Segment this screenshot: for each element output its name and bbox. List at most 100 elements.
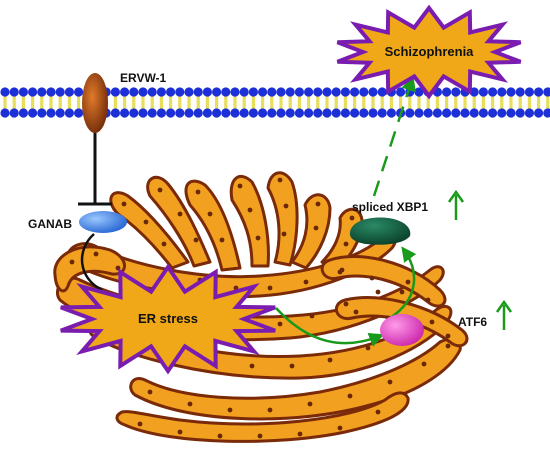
lipid-head <box>202 87 212 97</box>
lipid-tail <box>279 95 283 110</box>
er-stress-to-atf6-arrow <box>275 307 385 347</box>
lipid-head <box>193 87 203 97</box>
lipid-head <box>488 87 498 97</box>
ervw1-protein <box>82 73 108 133</box>
lipid-tail <box>31 95 35 110</box>
lipid-tail <box>408 95 412 110</box>
er-cisterna <box>334 296 469 348</box>
lipid-tail <box>509 95 513 110</box>
ribosome-dot <box>217 433 223 439</box>
lipid-head <box>534 108 544 118</box>
ribosome-dot <box>405 279 411 285</box>
er-tubule <box>266 171 299 267</box>
lipid-tail <box>77 95 81 110</box>
ribosome-dot <box>147 389 153 395</box>
lipid-tail <box>233 95 237 110</box>
lipid-head <box>313 108 323 118</box>
lipid-head <box>258 108 268 118</box>
lipid-head <box>524 108 535 118</box>
ribosome-dot <box>313 225 319 231</box>
ribosome-dot <box>195 189 201 195</box>
lipid-head <box>156 108 166 118</box>
xbp1-protein <box>349 217 411 245</box>
ribosome-dot <box>309 313 315 319</box>
lipid-head <box>248 108 258 118</box>
lipid-head <box>405 108 415 118</box>
lipid-head <box>478 108 488 118</box>
ribosome-dot <box>237 183 243 189</box>
up-arrow-icon <box>447 189 465 220</box>
lipid-head <box>138 87 148 97</box>
lipid-head <box>230 87 240 97</box>
lipid-tail <box>463 95 467 110</box>
lipid-tail <box>527 95 531 110</box>
lipid-head <box>221 87 231 97</box>
lipid-head <box>377 108 387 118</box>
er-tubule <box>229 175 270 268</box>
ribosome-dot <box>143 219 149 225</box>
lipid-head <box>350 108 360 118</box>
lipid-tail <box>537 95 541 110</box>
lipid-head <box>27 108 38 118</box>
ribosome-dot <box>421 361 427 367</box>
lipid-tail <box>399 95 403 110</box>
lipid-head <box>221 108 231 118</box>
lipid-tail <box>251 95 255 110</box>
ribosome-dot <box>375 289 381 295</box>
lipid-tail <box>417 95 421 110</box>
lipid-head <box>322 108 332 118</box>
ribosome-dot <box>193 237 199 243</box>
lipid-head <box>184 87 194 97</box>
lipid-head <box>488 108 498 118</box>
lipid-head <box>543 87 550 97</box>
lipid-head <box>506 87 516 97</box>
er-tubule <box>290 193 332 270</box>
lipid-tail <box>58 95 62 110</box>
ribosome-dot <box>227 407 233 413</box>
lipid-tail <box>454 95 458 110</box>
lipid-tail <box>445 95 449 110</box>
ribosome-dot <box>267 285 273 291</box>
ribosome-dot <box>343 301 349 307</box>
lipid-head <box>497 108 507 118</box>
lipid-head <box>9 87 19 97</box>
lipid-head <box>129 87 139 97</box>
ribosome-dot <box>247 207 253 213</box>
lipid-tail <box>215 95 219 110</box>
lipid-head <box>156 87 166 97</box>
lipid-head <box>469 108 479 118</box>
lipid-head <box>147 108 157 118</box>
inhibition-line <box>78 122 112 206</box>
lipid-tail <box>159 95 163 110</box>
ribosome-dot <box>353 309 359 315</box>
ribosome-dot <box>337 425 343 431</box>
ribosome-dot <box>339 267 345 273</box>
lipid-head <box>340 108 350 118</box>
lipid-head <box>64 87 74 97</box>
ribosome-dot <box>327 357 333 363</box>
lipid-head <box>442 108 452 118</box>
lipid-head <box>37 108 47 118</box>
ribosome-dot <box>257 433 263 439</box>
lipid-tail <box>178 95 182 110</box>
ribosome-dot <box>425 297 431 303</box>
lipid-tail <box>12 95 16 110</box>
lipid-head <box>359 108 369 118</box>
lipid-head <box>359 87 369 97</box>
lipid-head <box>432 108 442 118</box>
up-arrow-icon <box>495 299 513 330</box>
lipid-head <box>515 108 525 118</box>
ribosome-dot <box>387 379 393 385</box>
ribosome-dot <box>445 333 451 339</box>
lipid-head <box>230 108 240 118</box>
lipid-head <box>55 108 65 118</box>
atf6-to-xbp1-arrow <box>389 246 417 320</box>
lipid-head <box>18 108 28 118</box>
ribosome-dot <box>277 321 283 327</box>
ribosome-dot <box>343 241 349 247</box>
lipid-head <box>386 108 396 118</box>
schizophrenia-burst: Schizophrenia <box>336 4 522 100</box>
lipid-head <box>442 87 452 97</box>
lipid-tail <box>270 95 274 110</box>
lipid-head <box>414 87 424 97</box>
